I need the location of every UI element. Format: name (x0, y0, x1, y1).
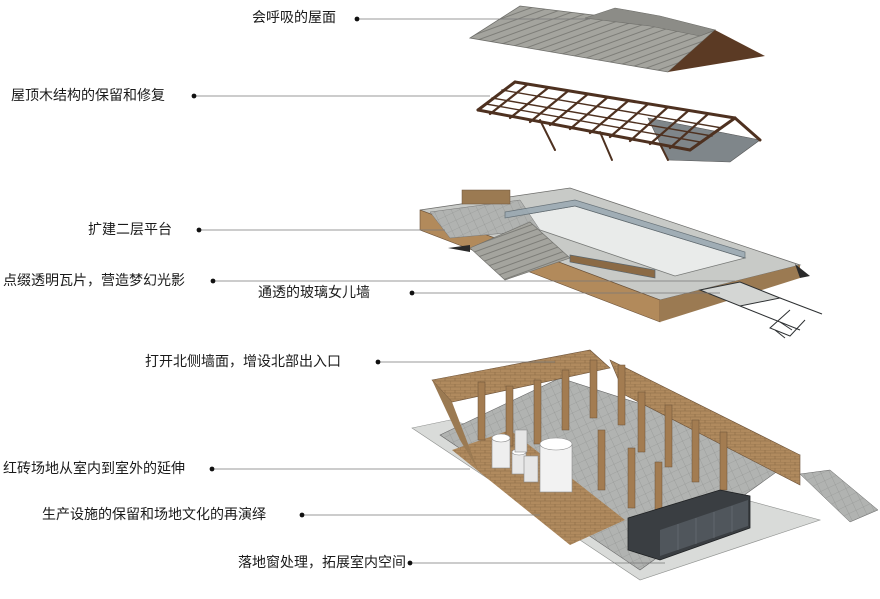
brick-north-wall (431, 349, 611, 403)
callout-breathing-roof: 会呼吸的屋面 (252, 10, 336, 26)
production-tanks (491, 429, 573, 493)
callout-timber-structure: 屋顶木结构的保留和修复 (11, 88, 165, 104)
callout-glass-parapet: 通透的玻璃女儿墙 (258, 285, 370, 301)
exterior-ramp (799, 469, 879, 523)
callout-production-facilities: 生产设施的保留和场地文化的再演绎 (42, 507, 266, 523)
callout-north-entrance: 打开北侧墙面，增设北部出入口 (145, 354, 341, 370)
platform-layer (419, 187, 823, 339)
exterior-stair (698, 281, 823, 339)
callout-transparent-tiles: 点缀透明瓦片，营造梦幻光影 (3, 273, 185, 289)
ground-floor-layer (411, 349, 879, 581)
callout-floor-to-ceiling-window: 落地窗处理，拓展室内空间 (238, 555, 406, 571)
rooftop-block (461, 189, 511, 205)
brick-west-wall (432, 380, 478, 470)
brick-columns (477, 359, 728, 521)
roof-gable-end (668, 30, 765, 72)
callout-brick-ground: 红砖场地从室内到室外的延伸 (3, 461, 185, 477)
leader-lines (191, 16, 735, 566)
glass-parapet (504, 199, 746, 279)
callout-second-floor-platform: 扩建二层平台 (88, 222, 172, 238)
timber-structure-layer (476, 80, 762, 163)
roof-layer (468, 5, 765, 73)
